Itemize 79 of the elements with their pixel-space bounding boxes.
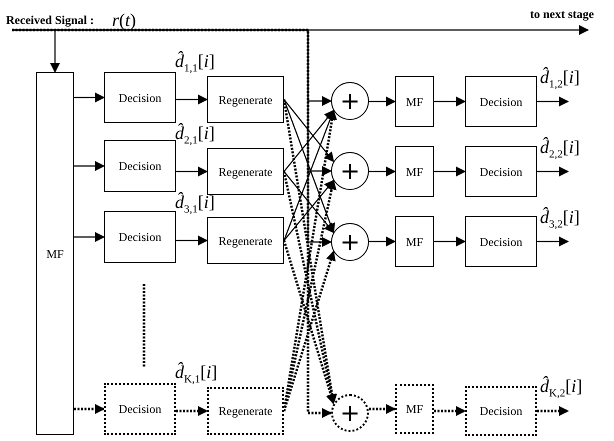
arrow xyxy=(12,29,332,247)
box-label: MF xyxy=(406,166,424,178)
box-label: MF xyxy=(46,248,64,260)
process-box xyxy=(104,383,176,435)
box-label: Decision xyxy=(118,403,162,415)
process-box xyxy=(207,387,284,435)
arrow xyxy=(434,166,466,176)
edge-label: d̂$_{3,1}$[i] xyxy=(175,193,215,216)
process-box xyxy=(104,140,176,192)
edge-label: d̂$_{1,1}$[i] xyxy=(175,52,215,75)
process-box xyxy=(465,146,537,197)
arrow xyxy=(537,96,569,106)
adder-circle xyxy=(331,152,369,190)
edge-label: d̂$_{K,2}$[i] xyxy=(540,377,582,400)
arrow xyxy=(284,110,334,172)
process-box xyxy=(465,76,537,127)
arrow xyxy=(176,406,208,416)
arrow xyxy=(369,236,396,246)
process-box xyxy=(465,386,537,436)
edge-label: d̂$_{3,2}$[i] xyxy=(540,208,580,230)
edge-label: d̂$_{2,1}$[i] xyxy=(175,124,215,147)
plus-sign: + xyxy=(340,230,360,254)
arrow xyxy=(369,96,396,106)
box-label: Regenerate xyxy=(218,166,272,178)
process-box xyxy=(36,72,74,435)
box-label: Decision xyxy=(118,160,162,172)
arrow xyxy=(284,180,334,241)
arrow xyxy=(74,232,105,242)
plus-sign: + xyxy=(340,89,360,113)
arrow xyxy=(284,171,334,234)
arrow xyxy=(434,96,466,106)
box-label: MF xyxy=(406,96,424,108)
arrow xyxy=(537,406,569,416)
process-box xyxy=(395,216,434,267)
process-box xyxy=(104,211,176,263)
arrow xyxy=(50,30,60,73)
box-label: Regenerate xyxy=(218,94,272,106)
arrow xyxy=(12,28,332,418)
box-label: Decision xyxy=(480,96,522,108)
arrow xyxy=(176,166,208,176)
adder-circle xyxy=(331,82,369,120)
arrow xyxy=(74,404,105,414)
arrow xyxy=(537,236,569,246)
box-label: Decision xyxy=(480,405,522,417)
signal-symbol: r(t) xyxy=(112,11,136,29)
arrow xyxy=(74,161,105,171)
arrow xyxy=(434,406,466,416)
box-label: Decision xyxy=(118,92,162,104)
plus-sign: + xyxy=(340,401,360,425)
arrow xyxy=(74,92,105,102)
edge-label: d̂$_{K,1}$[i] xyxy=(175,363,218,386)
box-label: MF xyxy=(406,236,424,248)
process-box xyxy=(395,76,434,127)
box-label: Regenerate xyxy=(218,234,272,246)
output-label: to next stage xyxy=(530,8,594,20)
box-label: Decision xyxy=(480,166,522,178)
process-box xyxy=(465,216,537,267)
process-box xyxy=(104,72,176,123)
process-box xyxy=(207,76,284,123)
process-box xyxy=(207,217,284,264)
box-label: Regenerate xyxy=(218,405,272,417)
edge-label: d̂$_{2,2}$[i] xyxy=(540,138,580,160)
arrow xyxy=(537,166,569,176)
edge-label: d̂$_{1,2}$[i] xyxy=(540,68,580,90)
arrow xyxy=(369,404,396,414)
box-label: Decision xyxy=(118,231,162,243)
input-label: Received Signal : xyxy=(6,14,94,26)
process-box xyxy=(207,148,284,195)
process-box xyxy=(395,146,434,197)
arrow xyxy=(434,236,466,246)
box-label: MF xyxy=(406,403,424,415)
adder-circle xyxy=(331,223,369,261)
box-label: Decision xyxy=(480,236,522,248)
process-box xyxy=(395,384,434,434)
arrow xyxy=(369,166,396,176)
plus-sign: + xyxy=(340,159,360,183)
arrow xyxy=(284,99,334,162)
arrow xyxy=(176,94,208,104)
arrow xyxy=(176,236,208,246)
